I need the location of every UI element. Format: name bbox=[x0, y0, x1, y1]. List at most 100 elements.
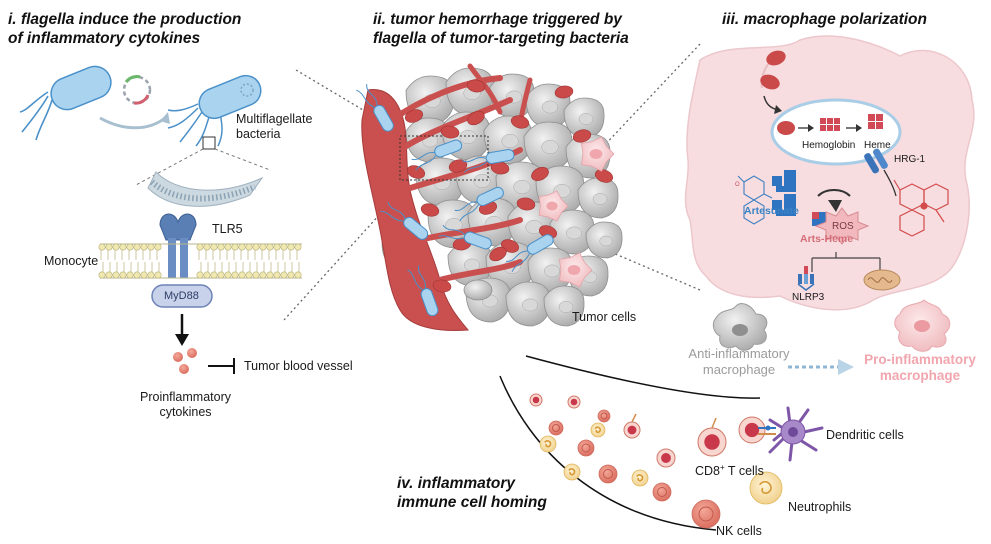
tumor-cells-label: Tumor cells bbox=[572, 310, 637, 324]
arts-heme-label: Arts-Heme bbox=[800, 233, 854, 245]
lipid-head bbox=[217, 271, 225, 279]
tumor-cell-nucleus bbox=[459, 130, 477, 144]
panel-iii-heading: iii. macrophage polarization bbox=[722, 10, 927, 29]
red-blood-cell bbox=[432, 279, 452, 293]
lipid-head bbox=[287, 243, 295, 251]
panel-ii-heading: ii. tumor hemorrhage triggered by flagel… bbox=[373, 10, 629, 48]
lipid-head bbox=[252, 243, 260, 251]
t-cell-nucleus bbox=[627, 425, 637, 435]
tumor-cell-nucleus bbox=[592, 193, 608, 205]
red-blood-cell bbox=[466, 79, 486, 93]
lipid-head bbox=[252, 271, 260, 279]
bacterium-body bbox=[526, 234, 554, 255]
rbc-digested bbox=[777, 121, 795, 135]
red-blood-cell bbox=[572, 129, 592, 143]
hrg1-label: HRG-1 bbox=[894, 154, 926, 165]
nk-cell bbox=[691, 499, 721, 529]
lipid-head bbox=[140, 271, 148, 279]
red-blood-cell bbox=[448, 159, 468, 173]
tumor-bacterium bbox=[411, 139, 463, 171]
zoom-box bbox=[202, 136, 216, 150]
t-cell-nucleus bbox=[532, 396, 540, 404]
panel-iv-title-line1: inflammatory bbox=[417, 475, 516, 492]
divider-line bbox=[605, 249, 701, 291]
nlrp3-icon bbox=[797, 266, 815, 291]
pro-inflammatory-line1: Pro-inflammatory bbox=[864, 352, 976, 367]
myd88-label: MyD88 bbox=[164, 290, 199, 302]
lipid-head bbox=[210, 243, 218, 251]
lipid-head bbox=[294, 243, 302, 251]
neutrophil bbox=[539, 435, 557, 453]
red-blood-cell bbox=[489, 246, 507, 262]
neutrophil-nucleus bbox=[544, 440, 552, 448]
bacterium-body bbox=[476, 186, 504, 207]
dendritic-cells-label: Dendritic cells bbox=[826, 428, 904, 442]
panel-iii-title: macrophage polarization bbox=[743, 11, 927, 28]
neutrophil bbox=[749, 471, 783, 505]
cd8-prefix: CD8 bbox=[695, 464, 721, 479]
bacterium-body bbox=[403, 216, 429, 240]
red-blood-cell bbox=[404, 109, 424, 123]
bacterium-body bbox=[420, 288, 439, 317]
neutrophil-nucleus bbox=[758, 481, 772, 494]
panel-ii-title-line2: flagella of tumor-targeting bacteria bbox=[373, 30, 629, 47]
arts-heme-complex bbox=[812, 212, 826, 226]
t-cell-nucleus bbox=[744, 422, 760, 438]
hemoglobin-icon bbox=[820, 118, 840, 131]
receptor bbox=[711, 417, 717, 429]
flagellum bbox=[356, 84, 378, 108]
pink-macrophage-nucleus bbox=[567, 264, 581, 276]
bacterium-body bbox=[373, 104, 394, 132]
red-blood-cell bbox=[510, 115, 530, 129]
bacterium-body bbox=[463, 231, 492, 250]
red-blood-cell bbox=[420, 203, 440, 217]
lipid-head bbox=[119, 243, 127, 251]
lipid-head bbox=[231, 243, 239, 251]
lipid-head bbox=[294, 271, 302, 279]
lipid-head bbox=[259, 271, 267, 279]
lipid-head bbox=[105, 271, 113, 279]
nk-cell bbox=[597, 409, 611, 423]
rbc-entering bbox=[766, 50, 786, 66]
tumor-cell-nucleus bbox=[513, 180, 531, 194]
heme-molecule-icon bbox=[893, 179, 949, 237]
flagellum bbox=[411, 152, 437, 171]
red-blood-cell bbox=[467, 110, 485, 126]
immune-cells bbox=[529, 393, 783, 529]
nk-cell-nucleus bbox=[657, 487, 667, 497]
neutrophil-nucleus bbox=[568, 468, 576, 476]
lipid-head bbox=[133, 243, 141, 251]
pro-inflammatory-line2: macrophage bbox=[879, 368, 961, 383]
panel-iv-illustration bbox=[499, 355, 824, 531]
pro-inflammatory-macrophages bbox=[463, 136, 615, 301]
panel-ii-numeral: ii. bbox=[373, 11, 386, 28]
lipid-head bbox=[154, 271, 162, 279]
nk-cell-nucleus bbox=[581, 443, 591, 453]
lipid-head bbox=[147, 271, 155, 279]
nk-cell-nucleus bbox=[600, 412, 608, 420]
dendritic-cell-icon bbox=[768, 406, 824, 462]
tumor-cell-nucleus bbox=[473, 174, 491, 188]
vessel-wall-upper bbox=[525, 355, 761, 399]
panel-i-title-line2: of inflammatory cytokines bbox=[8, 30, 201, 47]
red-blood-cell bbox=[531, 167, 549, 181]
cell-synapse-connectors bbox=[758, 425, 776, 435]
proinflammatory-line1: Proinflammatory bbox=[140, 390, 231, 404]
t-cell-nucleus bbox=[704, 434, 720, 450]
tumor-blood-vessel bbox=[361, 89, 470, 331]
tumor-cell-nucleus bbox=[599, 235, 613, 247]
flagellum bbox=[506, 250, 530, 272]
anti-inflammatory-macrophage-label: Anti-inflammatory macrophage bbox=[684, 346, 794, 378]
receptor bbox=[631, 413, 637, 423]
hemoglobin-label: Hemoglobin bbox=[802, 140, 856, 151]
lipid-head bbox=[105, 243, 113, 251]
merge-arrow bbox=[817, 189, 851, 197]
macrophage-cell-body bbox=[684, 35, 975, 311]
nk-cell bbox=[598, 464, 618, 484]
lipid-head bbox=[203, 243, 211, 251]
lipid-head bbox=[259, 243, 267, 251]
panel-i-numeral: i. bbox=[8, 11, 17, 28]
tlr5-receptor bbox=[159, 213, 197, 278]
tumor-cell-nucleus bbox=[578, 113, 594, 125]
flagellum bbox=[454, 201, 480, 222]
